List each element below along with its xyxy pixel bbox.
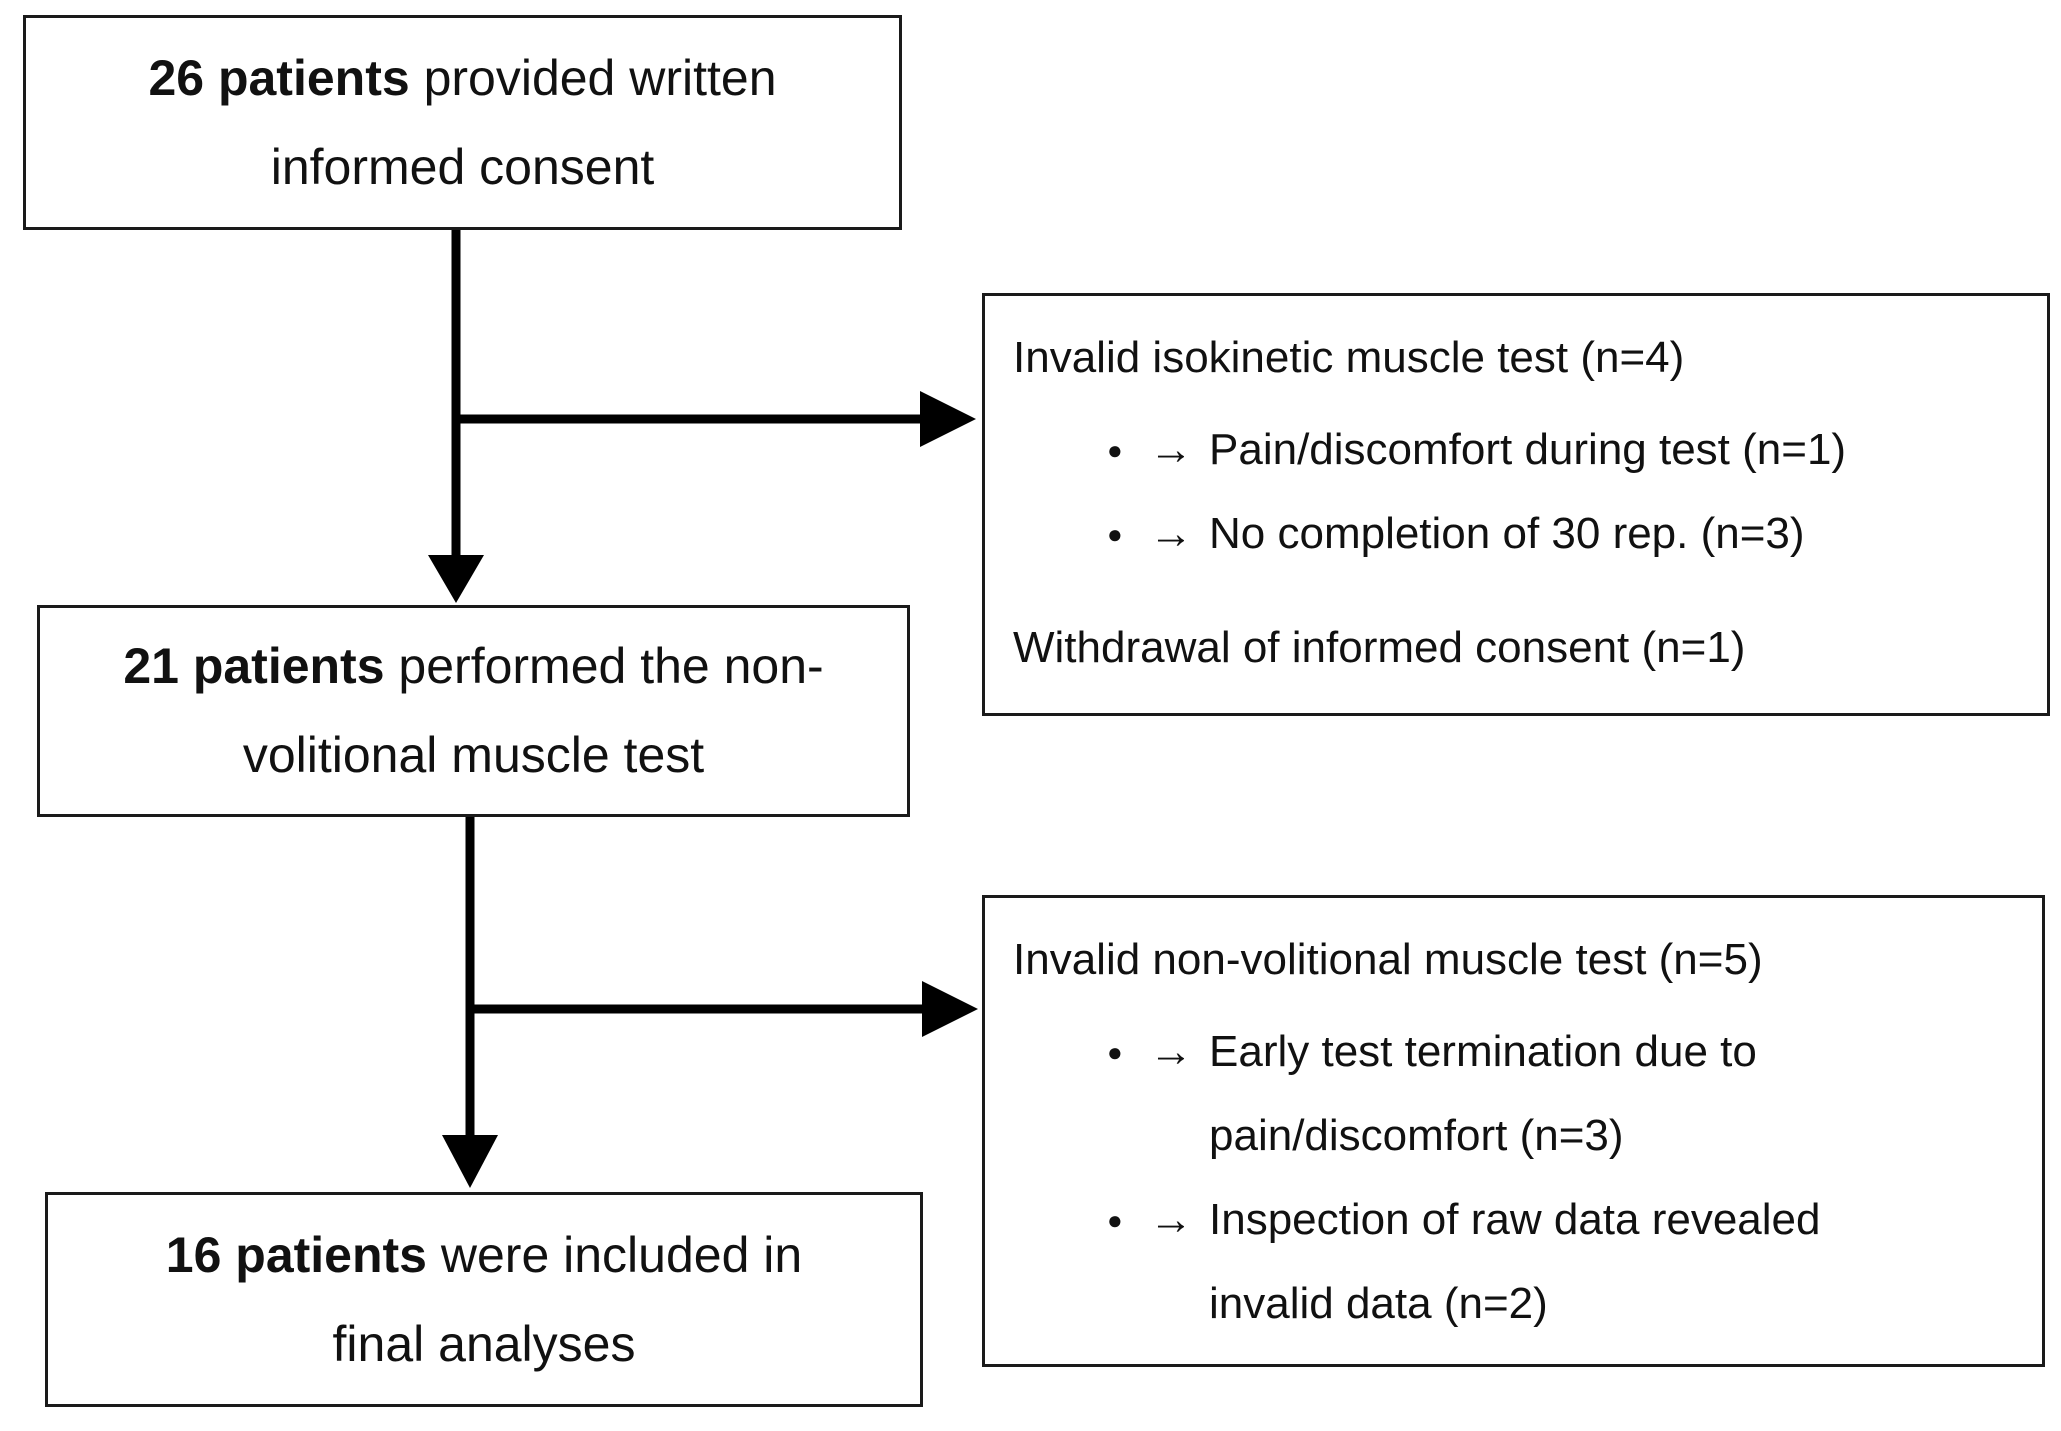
arrow-icon: → <box>1149 1027 1193 1076</box>
bullet-icon: ● <box>1107 1205 1123 1235</box>
arrow-nonvolitional-to-final-head <box>442 1135 498 1188</box>
final-box-line1: 16 patients were included in <box>166 1211 802 1300</box>
nonvolitional-exclusion-box: Invalid non-volitional muscle test (n=5)… <box>982 895 2045 1367</box>
bullet-item: ● → Early test termination due to pain/d… <box>1107 1010 2014 1178</box>
arrow-icon: → <box>1149 1195 1193 1244</box>
isokinetic-exclusion-box: Invalid isokinetic muscle test (n=4) ● →… <box>982 293 2050 716</box>
consent-count: 26 patients <box>148 49 410 106</box>
final-box-line2: final analyses <box>332 1315 636 1372</box>
consent-text: provided written <box>409 49 777 106</box>
bullet-line: Pain/discomfort during test (n=1) <box>1209 425 1847 474</box>
consent-box-line2: informed consent <box>270 138 655 195</box>
bullet-icon: ● <box>1107 1037 1123 1067</box>
final-count: 16 patients <box>165 1226 427 1283</box>
arrow-branch-isokinetic-head <box>920 391 976 447</box>
bullet-text: No completion of 30 rep. (n=3) <box>1209 492 2019 576</box>
final-text: were included in <box>426 1226 803 1283</box>
isokinetic-exclusion-title: Invalid isokinetic muscle test (n=4) <box>1013 333 1685 382</box>
consent-box-line1: 26 patients provided written <box>148 34 776 123</box>
isokinetic-exclusion-bullets: ● → Pain/discomfort during test (n=1) ● … <box>1013 408 2019 576</box>
nonvolitional-box-line2: volitional muscle test <box>242 727 705 783</box>
bullet-item: ● → Inspection of raw data revealed inva… <box>1107 1178 2014 1346</box>
bullet-line: Inspection of raw data revealed <box>1209 1195 1821 1244</box>
bullet-line: pain/discomfort (n=3) <box>1209 1111 1624 1160</box>
arrow-branch-nonvolitional-head <box>922 981 978 1037</box>
bullet-line: invalid data (n=2) <box>1209 1279 1548 1328</box>
nonvolitional-count: 21 patients <box>123 638 385 694</box>
nonvolitional-test-box: 21 patients performed the non- volitiona… <box>37 605 910 817</box>
final-analyses-box: 16 patients were included in final analy… <box>45 1192 923 1407</box>
nonvolitional-exclusion-title: Invalid non-volitional muscle test (n=5) <box>1013 935 1763 984</box>
bullet-line: Early test termination due to <box>1209 1027 1757 1076</box>
arrow-icon: → <box>1149 425 1193 474</box>
bullet-text: Inspection of raw data revealed invalid … <box>1209 1178 2014 1346</box>
bullet-text: Pain/discomfort during test (n=1) <box>1209 408 2019 492</box>
arrow-consent-to-nonvolitional-head <box>428 555 484 603</box>
withdrawal-note: Withdrawal of informed consent (n=1) <box>1013 623 1746 672</box>
bullet-text: Early test termination due to pain/disco… <box>1209 1010 2014 1178</box>
bullet-icon: ● <box>1107 435 1123 465</box>
bullet-icon: ● <box>1107 519 1123 549</box>
bullet-line: No completion of 30 rep. (n=3) <box>1209 509 1805 558</box>
bullet-item: ● → No completion of 30 rep. (n=3) <box>1107 492 2019 576</box>
nonvolitional-exclusion-bullets: ● → Early test termination due to pain/d… <box>1013 1010 2014 1346</box>
bullet-item: ● → Pain/discomfort during test (n=1) <box>1107 408 2019 492</box>
nonvolitional-text: performed the non- <box>384 638 824 694</box>
arrow-icon: → <box>1149 509 1193 558</box>
nonvolitional-box-line1: 21 patients performed the non- <box>123 622 823 711</box>
consent-box: 26 patients provided written informed co… <box>23 15 902 230</box>
